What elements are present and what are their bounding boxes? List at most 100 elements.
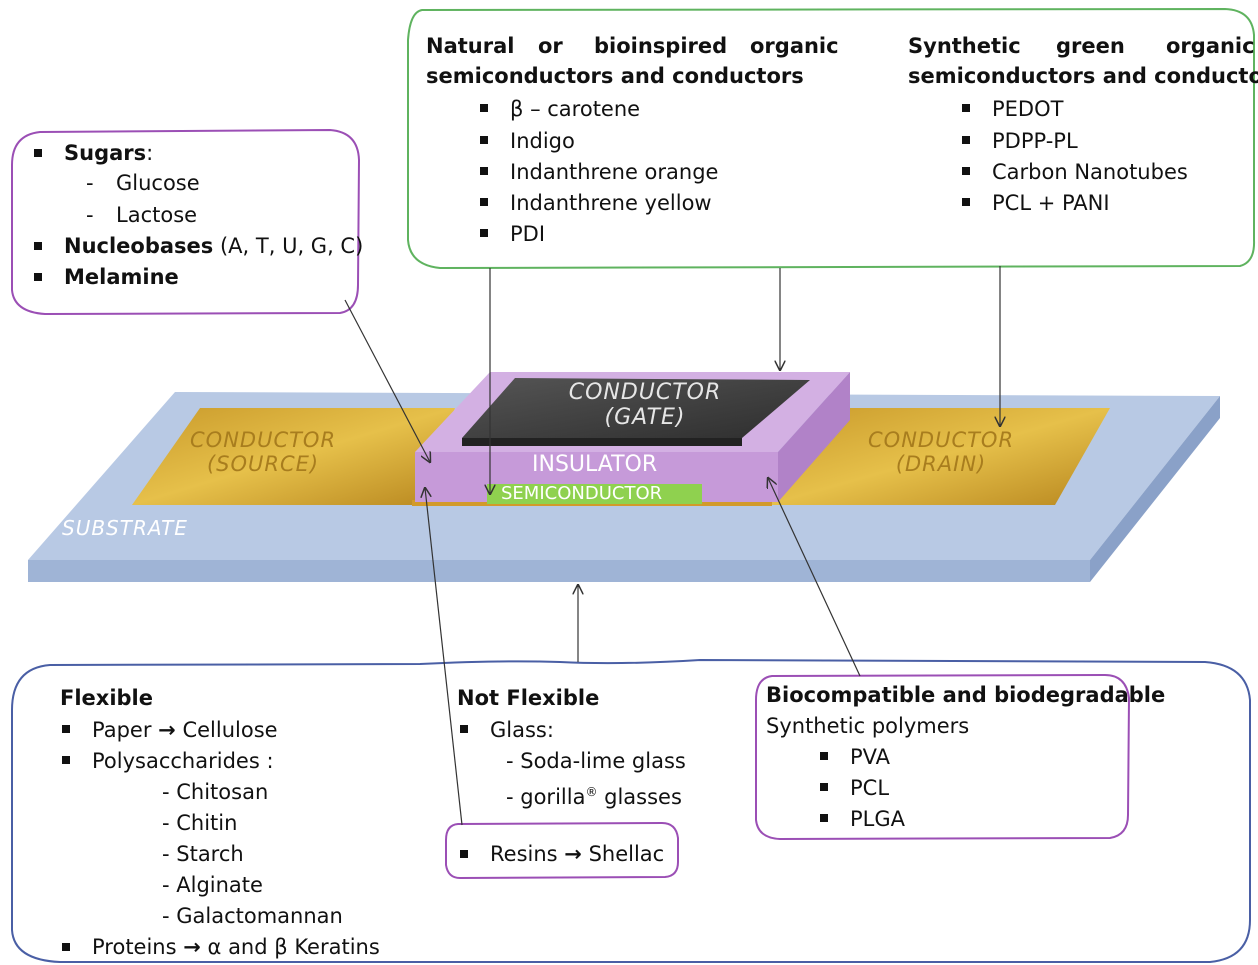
polysaccharide-subitem: - Chitosan <box>162 780 269 804</box>
source-label-line2: (SOURCE) <box>206 452 320 476</box>
glass-label: Glass: <box>490 718 554 742</box>
substrate-front <box>28 560 1090 582</box>
bullet-icon <box>962 104 970 112</box>
bullet-icon <box>962 136 970 144</box>
resins-line: Resins → Shellac <box>490 841 664 867</box>
natural-heading-word-4: organic <box>750 34 839 58</box>
synthetic-heading-word-2: green <box>1056 34 1125 58</box>
substrate-callout-outline <box>11 658 1251 963</box>
natural-item: Indanthrene orange <box>510 160 719 184</box>
bullet-icon <box>34 242 42 250</box>
source-label-line1: CONDUCTOR <box>190 428 337 452</box>
keratins-label: α and β Keratins <box>207 935 380 959</box>
synthetic-heading-word-3: organic <box>1166 34 1255 58</box>
flexible-heading: Flexible <box>60 686 154 710</box>
not-flexible-heading: Not Flexible <box>457 686 600 710</box>
gorilla-label: - gorilla <box>506 785 586 809</box>
natural-item: β – carotene <box>510 97 641 121</box>
semiconductor-label: SEMICONDUCTOR <box>501 483 663 504</box>
right-arrow-icon: → <box>564 842 582 866</box>
bullet-icon <box>480 136 488 144</box>
bullet-icon <box>460 725 468 733</box>
synthetic-item: PCL + PANI <box>992 191 1110 215</box>
natural-item: PDI <box>510 222 546 246</box>
sugars-line: Sugars: <box>64 140 153 166</box>
arrow-resins-to-insulator <box>425 488 463 826</box>
bullet-icon <box>820 814 828 822</box>
natural-heading-word-3: bioinspired <box>594 34 728 58</box>
arrow-sugars-to-insulator <box>344 299 430 462</box>
source-label: CONDUCTOR (SOURCE) <box>190 428 336 476</box>
polysaccharide-subitem: - Alginate <box>162 873 263 897</box>
arrow-bio-to-insulator <box>768 478 861 677</box>
right-arrow-icon: → <box>183 935 201 959</box>
bio-item: PLGA <box>850 807 906 831</box>
drain-label-line1: CONDUCTOR <box>868 428 1015 452</box>
bullet-icon <box>62 725 70 733</box>
semiconductor-layer <box>487 484 702 504</box>
shellac-label: Shellac <box>588 842 665 866</box>
synthetic-heading-word-1: Synthetic <box>908 34 1021 58</box>
substrate-side <box>1090 396 1220 582</box>
gorilla-rest-label: glasses <box>597 785 682 809</box>
synthetic-item: Carbon Nanotubes <box>992 160 1188 184</box>
bullet-icon <box>62 756 70 764</box>
gate-electrode <box>462 378 810 446</box>
synthetic-item: PEDOT <box>992 97 1064 121</box>
bullet-icon <box>820 752 828 760</box>
natural-item: Indigo <box>510 129 575 153</box>
natural-heading-line2: semiconductors and conductors <box>426 64 804 88</box>
proteins-line: Proteins → α and β Keratins <box>92 934 380 960</box>
bio-item: PCL <box>850 776 890 800</box>
drain-label: CONDUCTOR (DRAIN) <box>868 428 1014 476</box>
nucleobases-label: Nucleobases <box>64 234 214 258</box>
melamine-label: Melamine <box>64 265 179 289</box>
bullet-icon <box>480 198 488 206</box>
natural-item: Indanthrene yellow <box>510 191 712 215</box>
bullet-icon <box>480 167 488 175</box>
sugars-colon: : <box>146 141 154 165</box>
insulator-label: INSULATOR <box>532 452 658 477</box>
substrate-label: SUBSTRATE <box>62 516 188 540</box>
gate-label-line2: (GATE) <box>604 405 686 430</box>
bio-callout-outline <box>755 673 1131 841</box>
polysaccharide-subitem: - Galactomannan <box>162 904 343 928</box>
synthetic-heading-line2: semiconductors and conductors <box>908 64 1258 88</box>
bullet-icon <box>34 273 42 281</box>
source-electrode <box>132 408 455 505</box>
natural-callout-outline <box>407 7 1256 270</box>
nucleobases-line: Nucleobases (A, T, U, G, C) <box>64 233 363 259</box>
paper-label: Paper <box>92 718 152 742</box>
polysaccharide-subitem: - Chitin <box>162 811 238 835</box>
right-arrow-icon: → <box>158 718 176 742</box>
nucleobases-detail: (A, T, U, G, C) <box>219 234 364 258</box>
bio-item: PVA <box>850 745 891 769</box>
synthetic-item: PDPP-PL <box>992 129 1078 153</box>
bio-heading: Biocompatible and biodegradable <box>766 683 1166 707</box>
drain-label-line2: (DRAIN) <box>895 452 987 476</box>
sugars-label: Sugars <box>64 141 147 165</box>
resins-label: Resins <box>490 842 558 866</box>
gate-label-line1: CONDUCTOR <box>568 380 722 405</box>
soda-lime-label: - Soda-lime glass <box>506 749 686 773</box>
bullet-icon <box>962 167 970 175</box>
gate-label: CONDUCTOR (GATE) <box>520 380 770 430</box>
cellulose-label: Cellulose <box>182 718 278 742</box>
bio-subheading: Synthetic polymers <box>766 714 970 738</box>
natural-heading-word-1: Natural <box>426 34 515 58</box>
lactose-label: Lactose <box>116 203 198 227</box>
glucose-label: Glucose <box>116 171 200 195</box>
bullet-icon <box>480 104 488 112</box>
bullet-icon <box>460 850 468 858</box>
proteins-label: Proteins <box>92 935 177 959</box>
polysaccharides-label: Polysaccharides : <box>92 749 274 773</box>
bullet-icon <box>820 783 828 791</box>
paper-line: Paper → Cellulose <box>92 717 278 743</box>
registered-mark: ® <box>585 785 598 799</box>
resins-callout-outline <box>445 821 679 880</box>
natural-heading-word-2: or <box>538 34 563 58</box>
drain-electrode <box>768 408 1110 505</box>
bullet-icon <box>62 943 70 951</box>
bullet-icon <box>34 149 42 157</box>
